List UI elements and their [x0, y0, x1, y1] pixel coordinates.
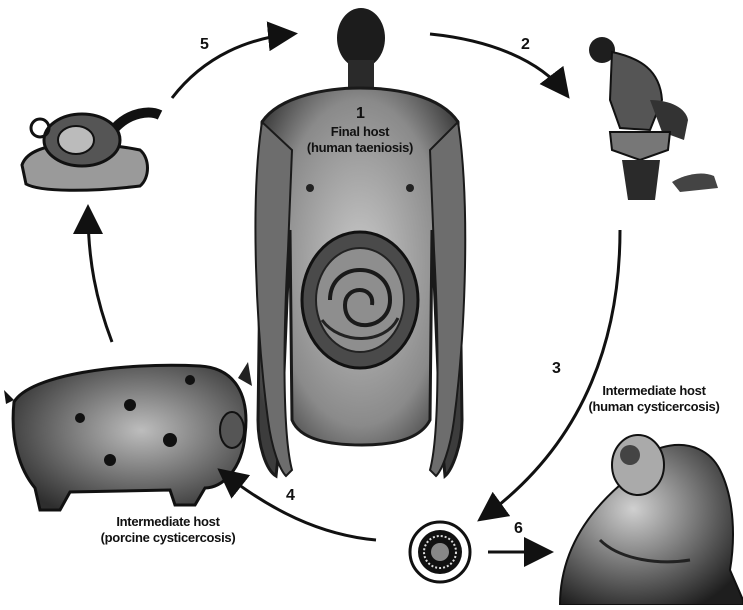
- intestine-with-tapeworm: [302, 232, 418, 368]
- step-number-6: 6: [514, 520, 523, 538]
- step-number-4: 4: [286, 487, 295, 505]
- human-head-cysticercosis-illustration: [560, 435, 743, 605]
- tapeworm-scolex-illustration: [22, 113, 160, 191]
- intermediate-host-pig-subtitle: (porcine cysticercosis): [78, 530, 258, 546]
- pig-illustration: [4, 362, 252, 510]
- step-number-3: 3: [552, 360, 561, 378]
- intermediate-host-human-label: Intermediate host (human cysticercosis): [570, 383, 738, 415]
- arrow-pig-to-scolex: [88, 210, 112, 342]
- step-number-1: 1: [356, 105, 365, 123]
- egg-illustration: [410, 522, 470, 582]
- intermediate-host-human-title: Intermediate host: [570, 383, 738, 399]
- arrow-step-3: [482, 230, 620, 518]
- final-host-title: Final host: [290, 124, 430, 140]
- intermediate-host-pig-title: Intermediate host: [78, 514, 258, 530]
- arrow-step-5: [172, 34, 292, 98]
- final-host-subtitle: (human taeniosis): [290, 140, 430, 156]
- person-defecating-illustration: [589, 37, 718, 200]
- human-figure-final-host: [255, 8, 465, 476]
- arrow-step-2: [430, 34, 566, 94]
- intermediate-host-pig-label: Intermediate host (porcine cysticercosis…: [78, 514, 258, 546]
- final-host-label: Final host (human taeniosis): [290, 124, 430, 156]
- step-number-2: 2: [521, 36, 530, 54]
- intermediate-host-human-subtitle: (human cysticercosis): [570, 399, 738, 415]
- step-number-5: 5: [200, 36, 209, 54]
